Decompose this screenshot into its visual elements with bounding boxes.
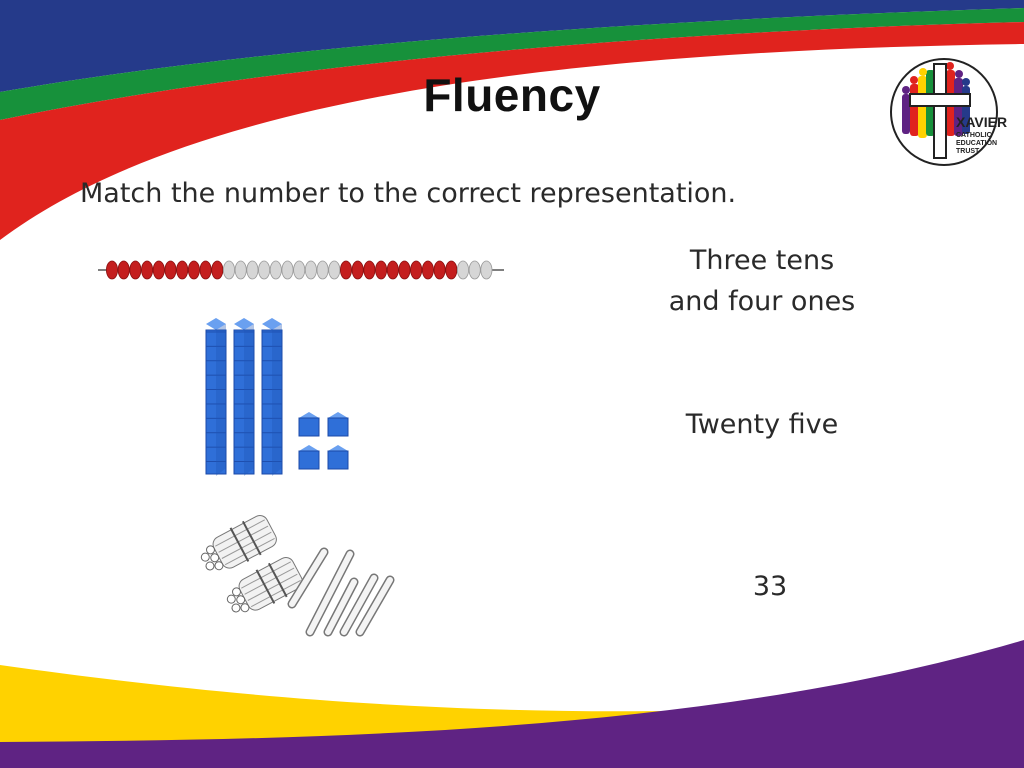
red-bead	[351, 260, 364, 280]
red-bead	[187, 260, 200, 280]
option-2-line-1: Twenty five	[685, 409, 839, 440]
option-1-line-2: and four ones	[668, 286, 856, 317]
logo-subtitle-3: TRUST	[956, 148, 980, 155]
single-straw	[323, 577, 359, 637]
grey-bead	[328, 260, 341, 280]
grey-bead	[316, 260, 329, 280]
red-bead	[363, 260, 376, 280]
grey-bead	[468, 260, 481, 280]
logo-subtitle-1: CATHOLIC	[956, 132, 992, 139]
grey-bead	[258, 260, 271, 280]
tens-rod	[261, 318, 283, 476]
xavier-logo-emblem	[890, 58, 998, 166]
bead-string-representation	[98, 260, 504, 280]
tens-rod	[205, 318, 227, 476]
grey-bead	[281, 260, 294, 280]
tens-rod	[233, 318, 255, 476]
red-bead	[421, 260, 434, 280]
red-bead	[375, 260, 388, 280]
grey-bead	[293, 260, 306, 280]
red-bead	[386, 260, 399, 280]
straw-bundles-representation	[200, 515, 395, 637]
red-bead	[199, 260, 212, 280]
red-bead	[164, 260, 177, 280]
red-bead	[141, 260, 154, 280]
unit-cube	[298, 445, 320, 470]
bottom-purple-band	[0, 640, 1024, 768]
single-straw	[339, 573, 379, 637]
grey-bead	[234, 260, 247, 280]
option-twenty-five[interactable]: Twenty five	[672, 404, 852, 445]
option-three-tens-four-ones[interactable]: Three tens and four ones	[662, 240, 862, 322]
red-bead	[339, 260, 352, 280]
base-ten-blocks-representation	[205, 318, 349, 476]
top-red-band	[0, 22, 1024, 240]
unit-cube	[327, 445, 349, 470]
red-bead	[152, 260, 165, 280]
single-straw	[287, 547, 329, 609]
option-1-line-1: Three tens	[689, 245, 835, 276]
logo-subtitle-2: EDUCATION	[956, 140, 998, 147]
option-3-line-1: 33	[752, 571, 788, 602]
unit-cube	[298, 412, 320, 437]
grey-bead	[456, 260, 469, 280]
red-bead	[398, 260, 411, 280]
slide-title: Fluency	[423, 69, 601, 121]
option-thirty-three[interactable]: 33	[730, 566, 810, 607]
red-bead	[117, 260, 130, 280]
red-bead	[129, 260, 142, 280]
red-bead	[176, 260, 189, 280]
single-straw	[355, 575, 395, 637]
logo-name: XAVIER	[956, 114, 1008, 130]
single-straw	[305, 549, 355, 637]
grey-bead	[480, 260, 493, 280]
red-bead	[211, 260, 224, 280]
red-bead	[105, 260, 118, 280]
grey-bead	[223, 260, 236, 280]
red-bead	[433, 260, 446, 280]
red-bead	[410, 260, 423, 280]
top-green-band	[0, 8, 1024, 120]
top-blue-band	[0, 0, 1024, 92]
bundle-of-ten-straws	[200, 515, 277, 571]
red-bead	[445, 260, 458, 280]
bundle-of-ten-straws	[226, 557, 303, 613]
unit-cube	[327, 412, 349, 437]
grey-bead	[246, 260, 259, 280]
instruction-text: Match the number to the correct represen…	[80, 178, 737, 209]
grey-bead	[304, 260, 317, 280]
grey-bead	[269, 260, 282, 280]
